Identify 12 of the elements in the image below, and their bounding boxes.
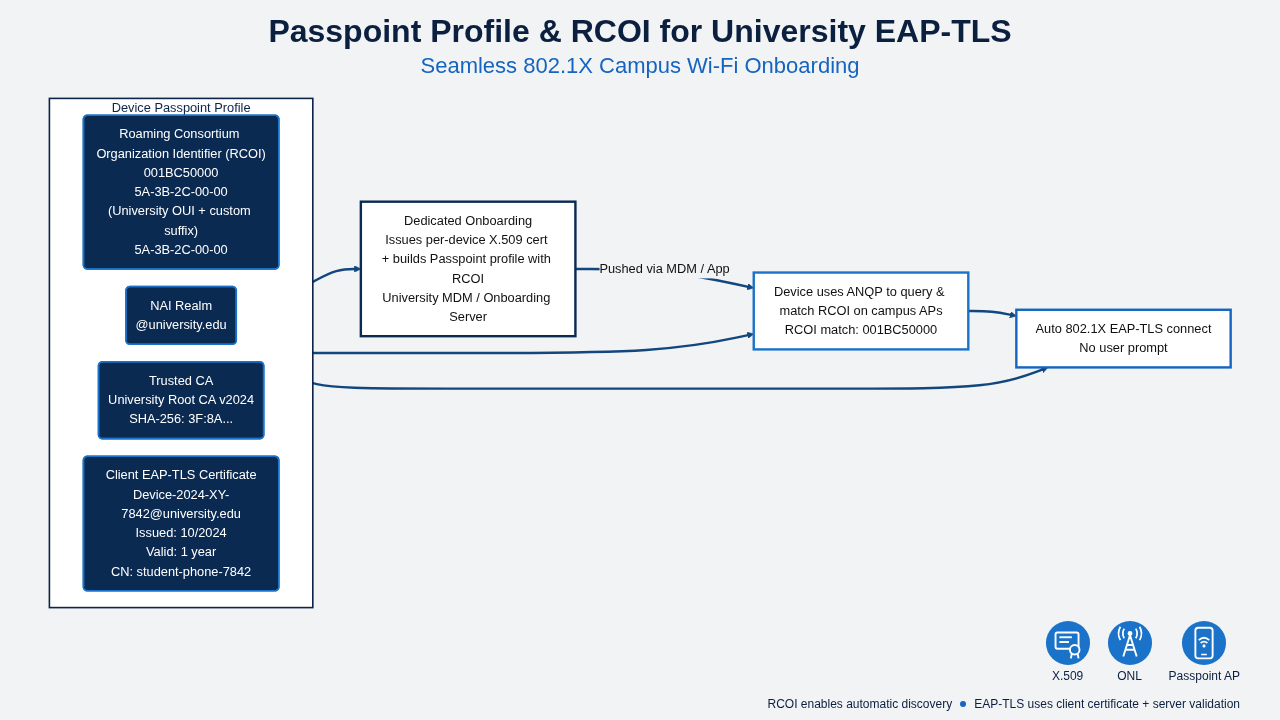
subtitle: Seamless 802.1X Campus Wi-Fi Onboarding	[420, 52, 860, 80]
footnote: RCOI enables automatic discovery	[767, 696, 953, 712]
icon-caption: ONL	[1117, 669, 1142, 683]
node-box: Dedicated Onboarding Issues per-device X.509 cert + builds Passpoint profile with RCOI University MDM / Onboarding Server	[359, 200, 577, 338]
title: Passpoint Profile & RCOI for University EAP-TLS	[268, 12, 1012, 50]
arrow	[968, 309, 1017, 319]
node-box: Auto 802.1X EAP-TLS connect No user prompt	[1015, 308, 1232, 369]
icon-caption: X.509	[1051, 669, 1084, 683]
node-box: Device uses ANQP to query & match RCOI on campus APs RCOI match: 001BC50000	[752, 271, 970, 351]
footnote: EAP-TLS uses client certificate + server validation	[974, 696, 1240, 712]
edge-label: Pushed via MDM / App	[599, 261, 730, 276]
icon-caption: Passpoint AP	[1168, 669, 1240, 683]
